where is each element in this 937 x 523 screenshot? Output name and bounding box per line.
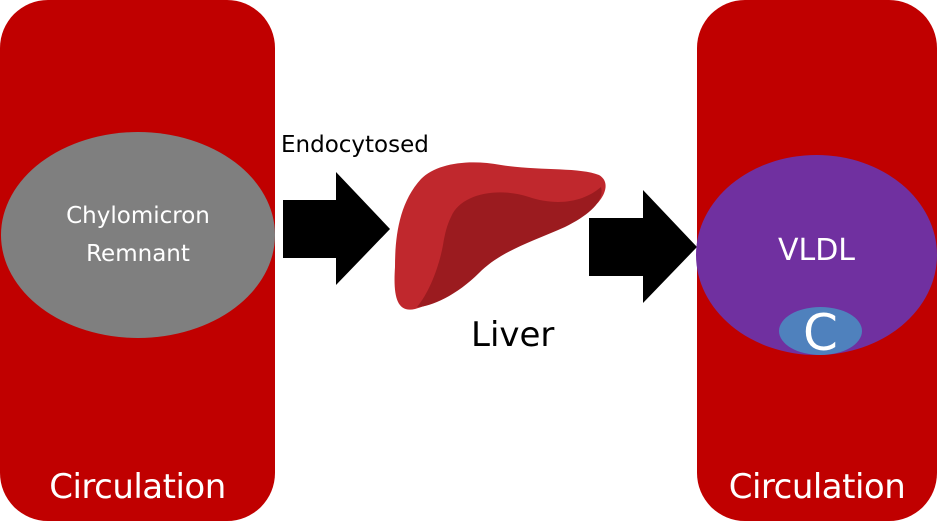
circulation-label-right: Circulation (728, 467, 906, 507)
arrow-endocytosed-shape (283, 172, 390, 285)
arrow-secretion-shape (589, 190, 697, 303)
vldl-label: VLDL (777, 233, 856, 268)
liver-label: Liver (471, 315, 555, 355)
arrow-right-icon (589, 190, 697, 303)
liver-inner-lobe (417, 187, 602, 307)
endocytosed-label: Endocytosed (281, 132, 429, 158)
arrow-right-icon (283, 172, 390, 285)
liver-icon (394, 162, 606, 310)
chylomicron-remnant-ellipse: Chylomicron Remnant (1, 132, 275, 338)
chylomicron-remnant-label-line2: Remnant (86, 241, 190, 267)
cholesterol-ellipse (779, 307, 862, 355)
chylomicron-remnant-label-line1: Chylomicron (66, 203, 210, 229)
cholesterol-label: C (803, 304, 838, 362)
circulation-label-left: Circulation (49, 467, 226, 507)
